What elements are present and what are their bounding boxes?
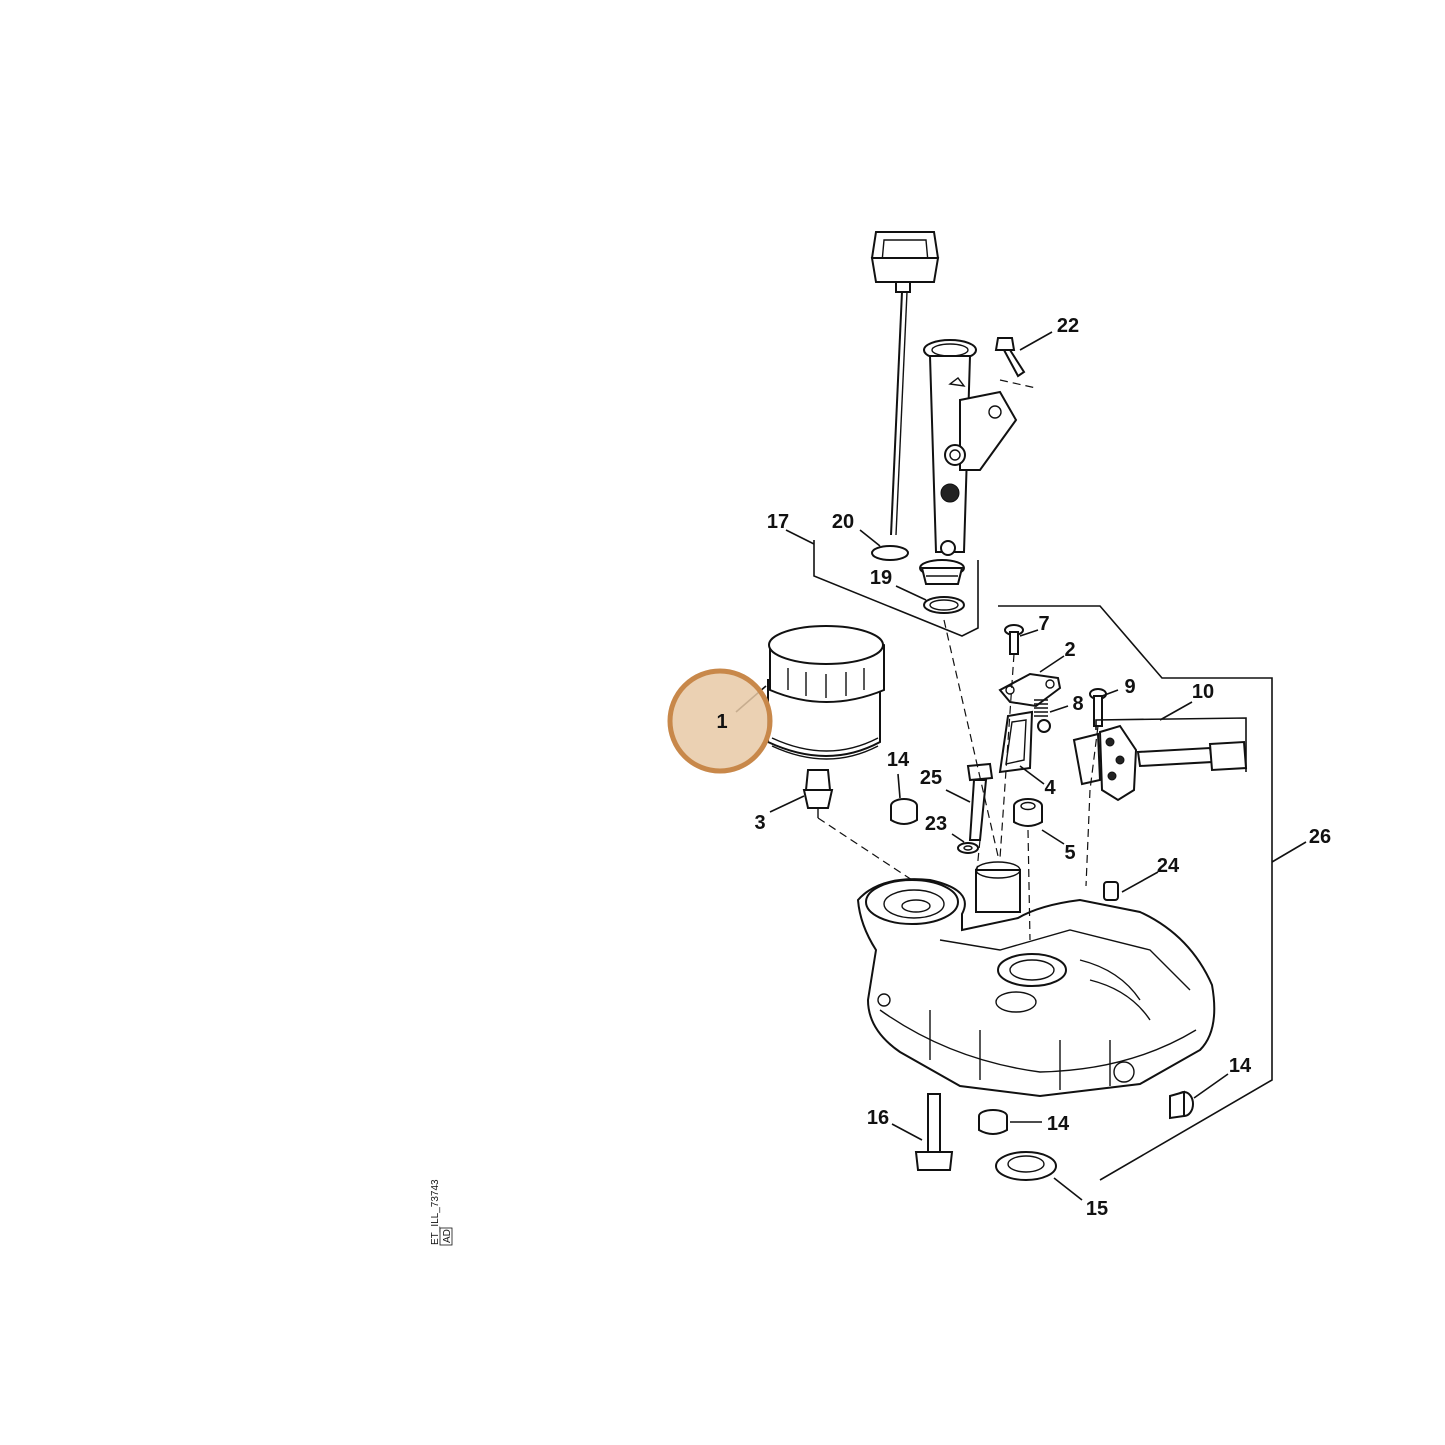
callout-8[interactable]: 8 — [1072, 693, 1083, 715]
gasket-4[interactable] — [998, 710, 1034, 774]
plug-14-right[interactable] — [1169, 1090, 1194, 1120]
callout-16[interactable]: 16 — [867, 1107, 889, 1129]
callout-14-lower[interactable]: 14 — [1047, 1113, 1070, 1135]
callout-10[interactable]: 10 — [1192, 681, 1214, 703]
spring-8[interactable] — [1034, 699, 1051, 733]
plug-14-upper[interactable] — [890, 798, 918, 825]
callout-3[interactable]: 3 — [754, 812, 765, 834]
bushing-5[interactable] — [1013, 798, 1043, 827]
crankcase-sump-26[interactable] — [856, 861, 1216, 1098]
callout-25[interactable]: 25 — [920, 767, 942, 789]
callout-20[interactable]: 20 — [832, 511, 854, 533]
callout-2[interactable]: 2 — [1064, 639, 1075, 661]
group-bracket-26 — [998, 605, 1273, 1181]
plug-14-lower[interactable] — [978, 1109, 1008, 1135]
callout-22[interactable]: 22 — [1057, 315, 1079, 337]
threaded-fitting-3[interactable] — [802, 769, 834, 818]
callout-19[interactable]: 19 — [870, 567, 892, 589]
oil-filter[interactable] — [767, 625, 885, 760]
dipstick[interactable] — [870, 231, 940, 536]
illustration-reference: ET_ILL_73743 AD — [430, 1179, 453, 1246]
dowel-pin-24[interactable] — [1103, 881, 1119, 901]
callout-23[interactable]: 23 — [925, 813, 947, 835]
callout-14-upper[interactable]: 14 — [887, 749, 910, 771]
screw-22[interactable] — [994, 337, 1026, 378]
governor-assembly-10[interactable] — [1072, 724, 1248, 802]
callout-26[interactable]: 26 — [1309, 826, 1331, 848]
o-ring-20[interactable] — [871, 545, 909, 561]
callout-5[interactable]: 5 — [1064, 842, 1075, 864]
callout-4[interactable]: 4 — [1044, 777, 1056, 799]
group-bracket-17 — [813, 540, 979, 637]
group-bracket-10 — [1095, 717, 1247, 772]
selected-part-highlight[interactable] — [667, 668, 773, 774]
callout-14-right[interactable]: 14 — [1229, 1055, 1252, 1077]
reference-revision: AD — [442, 1229, 453, 1243]
washer-23[interactable] — [957, 842, 979, 854]
callout-17[interactable]: 17 — [767, 511, 789, 533]
callout-24[interactable]: 24 — [1157, 855, 1180, 877]
callout-7[interactable]: 7 — [1038, 613, 1049, 635]
assembly-guide-lines — [817, 379, 1099, 941]
callout-labels: 1 2 3 4 5 7 8 9 10 14 14 14 15 16 17 19 … — [716, 315, 1331, 1220]
oil-fill-tube[interactable] — [919, 339, 1018, 585]
callout-15[interactable]: 15 — [1086, 1198, 1108, 1220]
bolt-16[interactable] — [914, 1093, 954, 1171]
reference-code: ET_ILL_73743 — [430, 1179, 441, 1245]
callout-1[interactable]: 1 — [716, 711, 727, 733]
callout-9[interactable]: 9 — [1124, 676, 1135, 698]
cover-plate-2[interactable] — [998, 672, 1062, 708]
oil-seal-15[interactable] — [995, 1151, 1057, 1181]
